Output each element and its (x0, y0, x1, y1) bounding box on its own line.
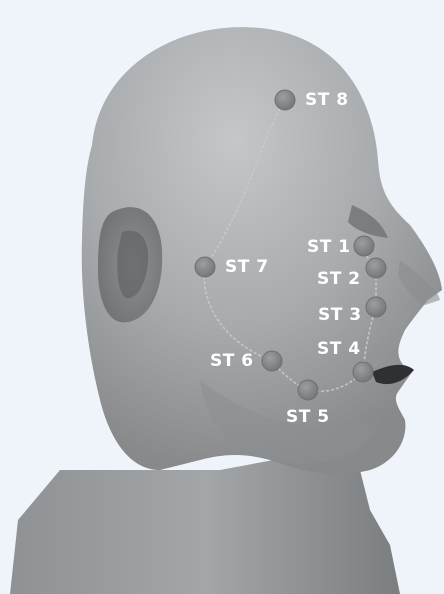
point-label-st2: ST 2 (317, 271, 361, 288)
acupoint-marker-st8 (275, 90, 295, 110)
acupoint-marker-st4 (353, 362, 373, 382)
point-label-st7: ST 7 (225, 259, 269, 276)
acupoint-marker-st2 (366, 258, 386, 278)
point-label-st1: ST 1 (307, 239, 351, 256)
point-label-st4: ST 4 (317, 341, 361, 358)
acupoint-marker-st6 (262, 351, 282, 371)
acupoint-marker-st7 (195, 257, 215, 277)
neck-shape (10, 455, 400, 594)
point-label-st8: ST 8 (305, 92, 349, 109)
acupoint-marker-st5 (298, 380, 318, 400)
point-label-st6: ST 6 (210, 353, 254, 370)
point-label-st5: ST 5 (286, 409, 330, 426)
acupoint-marker-st3 (366, 297, 386, 317)
acupoint-marker-st1 (354, 236, 374, 256)
point-label-st3: ST 3 (318, 307, 362, 324)
